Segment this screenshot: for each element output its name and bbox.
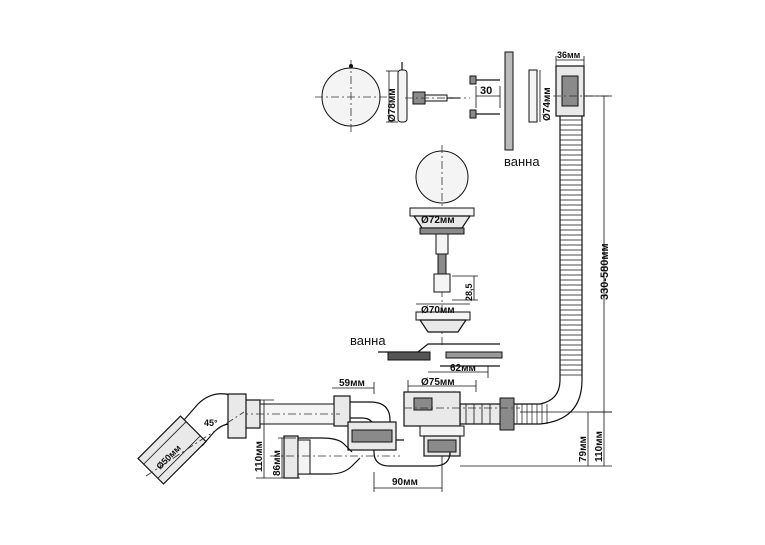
dim-d72: Ø72мм (421, 215, 455, 226)
drain-body (403, 391, 520, 457)
overflow-bolt (405, 91, 470, 105)
dim-90-lines (373, 456, 443, 492)
dim-28-lines (452, 275, 478, 301)
overflow-corrugated-hose (508, 116, 583, 425)
dim-330-580: 330-580мм (599, 243, 611, 300)
dim-right-lines (460, 411, 612, 467)
dim-62-lines (428, 366, 489, 378)
dim-d78: Ø78мм (387, 88, 398, 122)
dim-110-left: 110мм (254, 441, 265, 472)
drain-plug-side (409, 207, 475, 293)
overflow-cover-plate (315, 60, 387, 132)
dim-79: 79мм (578, 436, 589, 462)
dim-86: 86мм (272, 450, 283, 476)
drain-trap (333, 395, 451, 467)
bath-label-top: ванна (504, 154, 540, 169)
dim-59-lines (332, 382, 375, 394)
overflow-body (553, 65, 612, 117)
dim-d74: Ø74мм (542, 87, 553, 121)
fixing-screws (469, 75, 501, 119)
elbow-45-outlet (137, 393, 247, 485)
dim-75-lines (407, 380, 477, 392)
overflow-cover-side-view (386, 62, 408, 123)
dim-angle-45: 45° (204, 418, 218, 428)
trap-outlet-pipe (270, 435, 400, 479)
bath-label-middle: ванна (350, 333, 386, 348)
bath-bottom-section (378, 343, 503, 367)
dim-d75: Ø75мм (421, 377, 455, 388)
dim-36: 36мм (557, 50, 581, 60)
dim-28-5: 28,5 (464, 283, 474, 301)
dim-left-lines (256, 399, 300, 479)
elbow-connection-pipe (240, 399, 340, 429)
dim-110-right: 110мм (594, 431, 605, 462)
dim-d70: Ø70мм (421, 305, 455, 316)
dim-59: 59мм (339, 378, 365, 389)
dim-36-lines (555, 56, 585, 66)
bath-wall-section (504, 51, 514, 151)
dim-62: 62мм (450, 363, 476, 374)
overflow-gasket (528, 69, 541, 123)
overflow-connection-pipe (459, 397, 515, 431)
drain-strainer-ring (415, 303, 471, 333)
dim-30: 30 (480, 85, 492, 97)
dim-90: 90мм (392, 477, 418, 488)
